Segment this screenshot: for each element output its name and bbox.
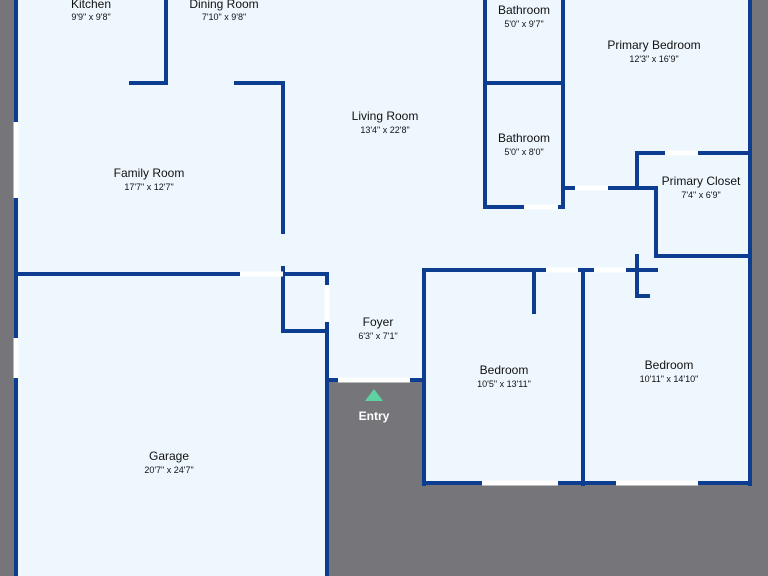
room-dims: 6'3" x 7'1" <box>358 331 397 341</box>
room-name: Bedroom <box>480 363 529 377</box>
room-dims: 13'4" x 22'8" <box>360 125 409 135</box>
room-name: Dining Room <box>189 0 258 11</box>
room-name: Bedroom <box>645 358 694 372</box>
room-name: Foyer <box>363 315 394 329</box>
room-kitchen: Kitchen 9'9" x 9'8" <box>71 0 111 22</box>
room-name: Family Room <box>114 166 185 180</box>
room-garage: Garage 20'7" x 24'7" <box>144 449 193 475</box>
room-dims: 5'0" x 9'7" <box>504 19 543 29</box>
walls <box>14 0 752 576</box>
room-primary-bedroom: Primary Bedroom 12'3" x 16'9" <box>607 38 700 64</box>
room-dims: 5'0" x 8'0" <box>504 147 543 157</box>
room-dims: 9'9" x 9'8" <box>71 12 110 22</box>
room-primary-closet: Primary Closet 7'4" x 6'9" <box>662 174 741 200</box>
room-bedroom-right: Bedroom 10'11" x 14'10" <box>640 358 699 384</box>
room-name: Bathroom <box>498 131 550 145</box>
entry-label: Entry <box>359 409 390 423</box>
room-bathroom-top: Bathroom 5'0" x 9'7" <box>498 3 550 29</box>
room-dims: 12'3" x 16'9" <box>629 54 678 64</box>
room-dims: 17'7" x 12'7" <box>124 182 173 192</box>
room-dims: 10'11" x 14'10" <box>640 374 699 384</box>
room-name: Living Room <box>352 109 419 123</box>
room-name: Primary Bedroom <box>607 38 700 52</box>
room-bedroom-left: Bedroom 10'5" x 13'11" <box>477 363 531 389</box>
room-foyer: Foyer 6'3" x 7'1" <box>358 315 397 341</box>
room-name: Primary Closet <box>662 174 741 188</box>
entry-marker[interactable]: Entry <box>359 389 390 423</box>
room-dims: 7'4" x 6'9" <box>681 190 720 200</box>
openings <box>13 122 698 486</box>
room-dims: 7'10" x 9'8" <box>202 12 246 22</box>
entry-triangle-icon <box>365 389 383 401</box>
room-family-room: Family Room 17'7" x 12'7" <box>114 166 185 192</box>
floor-area <box>16 0 750 576</box>
room-dims: 20'7" x 24'7" <box>144 465 193 475</box>
room-living-room: Living Room 13'4" x 22'8" <box>352 109 419 135</box>
room-name: Bathroom <box>498 3 550 17</box>
room-dims: 10'5" x 13'11" <box>477 379 531 389</box>
room-name: Garage <box>149 449 189 463</box>
room-dining-room: Dining Room 7'10" x 9'8" <box>189 0 258 22</box>
room-name: Kitchen <box>71 0 111 11</box>
room-bathroom: Bathroom 5'0" x 8'0" <box>498 131 550 157</box>
